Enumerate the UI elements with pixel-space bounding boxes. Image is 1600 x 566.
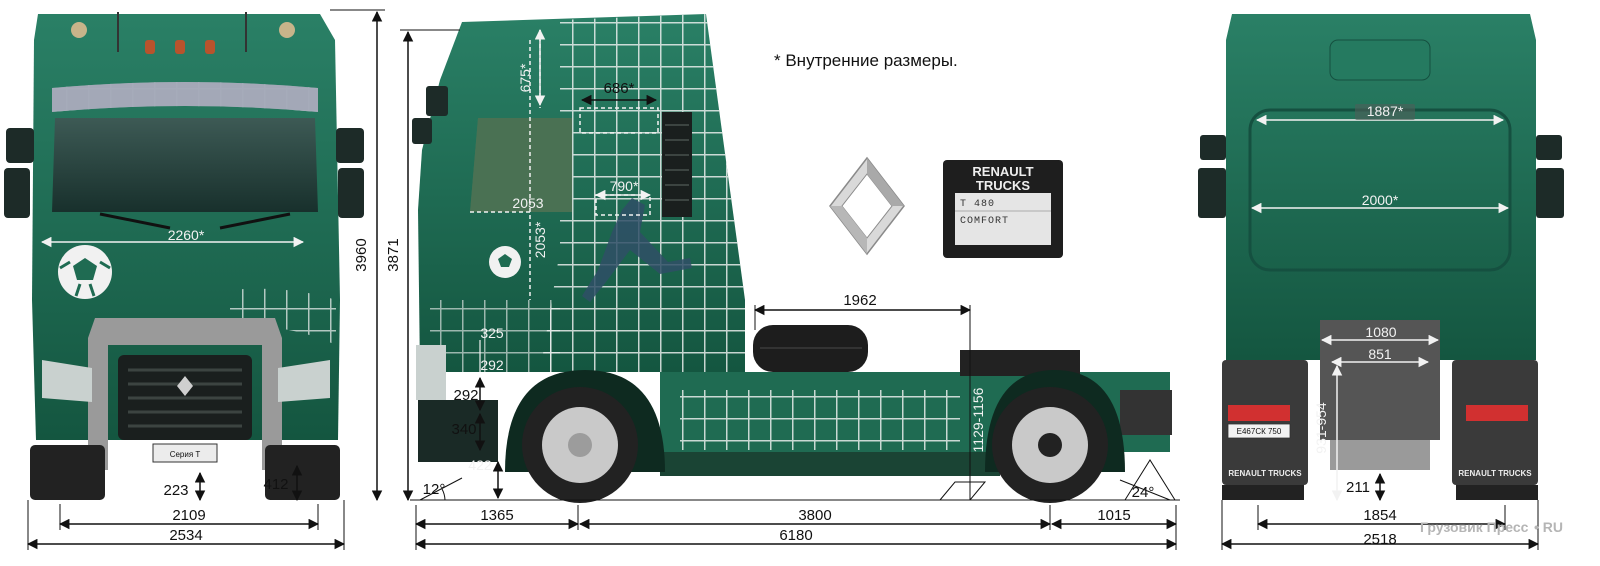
dim-ground-clearance: 223: [163, 482, 188, 499]
front-windshield: [52, 118, 318, 212]
dim-lower-bunk-width: 2000*: [1362, 192, 1399, 208]
dim-rear-track: 1854: [1363, 507, 1396, 524]
rear-mudflap-left: [1222, 360, 1308, 485]
front-bumper-frame: [88, 318, 282, 470]
front-left-tire: [30, 445, 105, 500]
dim-front-clearance: 422: [468, 457, 492, 473]
dim-rear-overall-width: 2518: [1363, 531, 1396, 548]
mudflap-left-text: RENAULT TRUCKS: [1228, 469, 1302, 478]
front-view: Серия Т 2260* 223 412 2109 2534 3960: [4, 9, 385, 550]
dim-interior-height-b: 2053*: [532, 221, 548, 258]
side-headlight: [416, 345, 446, 400]
side-door-window: [470, 118, 572, 212]
side-vent: [662, 112, 692, 217]
roof-lights: [71, 12, 295, 54]
dim-step-4: 340: [451, 421, 476, 438]
soccer-ball-graphic: [58, 245, 112, 299]
dim-wheelbase: 3800: [798, 507, 831, 524]
badge-line1: RENAULT: [972, 164, 1033, 179]
dim-step-1: 325: [480, 325, 504, 341]
dim-frame-height: 931-954: [1313, 402, 1329, 454]
side-view: 675* 686* 790* 2053 2053* 325 292 292 34…: [385, 14, 1180, 550]
dim-fifth-wheel-height: 1129-1156: [970, 387, 986, 452]
soccer-player-graphic: [582, 198, 692, 302]
badge-model: T 480: [960, 199, 995, 210]
dim-step-2: 292: [480, 357, 504, 373]
rear-mudflap-right: [1452, 360, 1538, 485]
rear-view: Е467СК 750 RENAULT TRUCKS RENAULT TRUCKS…: [1198, 14, 1564, 550]
side-mirror: [426, 86, 448, 116]
front-grille-plate-text: Серия Т: [170, 450, 201, 459]
renault-logo: [829, 156, 905, 256]
interior-dimensions-note: * Внутренние размеры.: [774, 51, 958, 70]
dim-cab-to-fifth-wheel: 1962: [843, 292, 876, 309]
dim-frame-outer: 1080: [1365, 324, 1396, 340]
dim-track: 2109: [172, 507, 205, 524]
renault-trucks-badge: RENAULT TRUCKS T 480 COMFORT: [943, 160, 1063, 258]
dim-overall-length: 6180: [779, 527, 812, 544]
dim-bumper-height: 412: [263, 476, 288, 493]
dim-frame-inner: 851: [1368, 346, 1392, 362]
rear-license-plate-text: Е467СК 750: [1237, 427, 1282, 436]
badge-line2: TRUCKS: [976, 178, 1030, 193]
dim-rear-clearance: 211: [1346, 479, 1370, 496]
dim-overall-height: 3960: [353, 238, 370, 271]
front-right-headlight: [278, 360, 330, 402]
ground-ramp-right: [1124, 459, 1176, 501]
front-mirrors: [4, 128, 364, 218]
dim-rear-overhang: 1015: [1097, 507, 1130, 524]
front-grille-logo: [177, 376, 193, 396]
front-right-tire: [265, 445, 340, 500]
rear-cab-back: [1226, 14, 1536, 360]
dim-cab-height: 3871: [385, 238, 402, 271]
rear-license-plate: [1227, 423, 1291, 439]
dim-approach-angle: 12°: [423, 481, 446, 498]
dim-step-3: 292: [453, 387, 478, 404]
dim-front-overhang: 1365: [480, 507, 513, 524]
dim-cab-inner-width: 2260*: [168, 227, 205, 243]
dim-interior-height-a: 2053: [512, 195, 543, 211]
dim-departure-angle: 24°: [1132, 484, 1155, 501]
front-left-headlight: [42, 360, 92, 402]
ground-ramp-left: [938, 481, 987, 501]
dim-overall-width: 2534: [169, 527, 202, 544]
mudflap-right-text: RENAULT TRUCKS: [1458, 469, 1532, 478]
dim-roof-interior: 675*: [517, 63, 533, 92]
watermark: Грузовик Пресс: [1420, 519, 1529, 535]
watermark-suffix: • RU: [1534, 519, 1563, 535]
side-soccer-ball: [489, 246, 521, 278]
dim-bunk-width: 790*: [610, 178, 639, 194]
dim-upper-bunk-width: 1887*: [1367, 103, 1404, 119]
dim-bunk-length: 686*: [604, 80, 635, 97]
front-grille-plate: [152, 443, 218, 463]
badge-cab: COMFORT: [960, 216, 1009, 227]
